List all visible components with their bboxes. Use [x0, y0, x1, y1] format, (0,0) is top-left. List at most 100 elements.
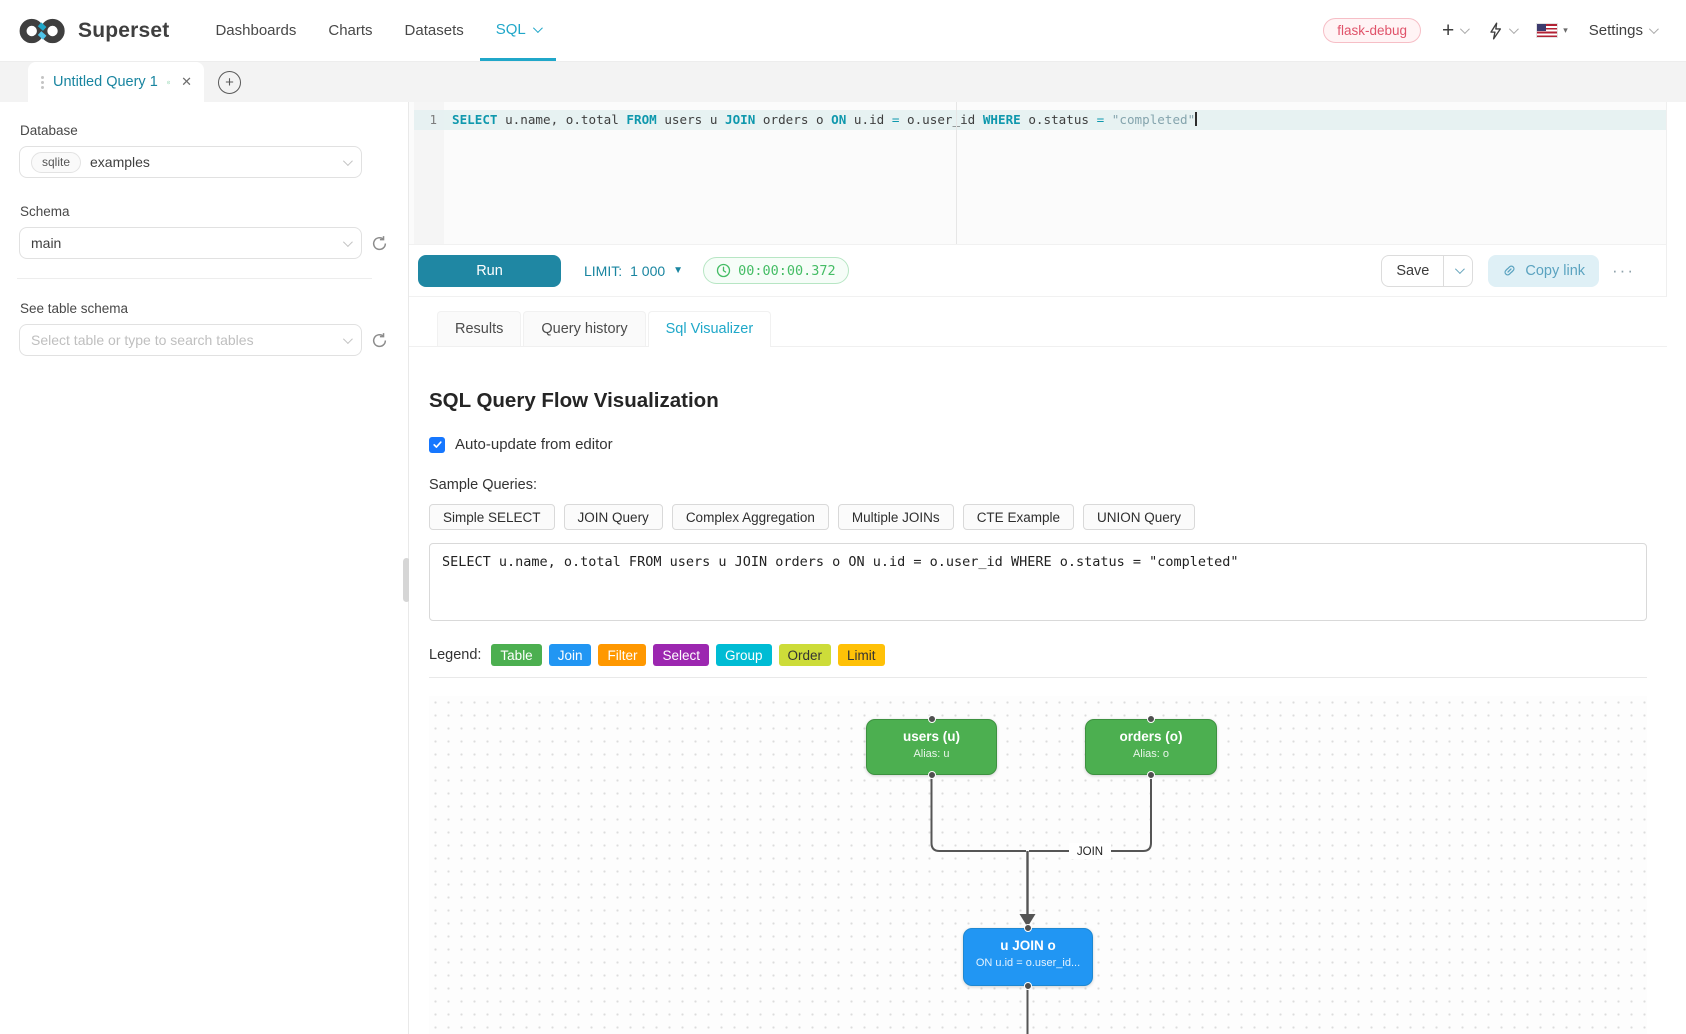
- auto-update-checkbox[interactable]: [429, 436, 445, 453]
- legend-chip-table: Table: [491, 644, 542, 666]
- node-title: users (u): [902, 729, 960, 744]
- check-icon: [432, 441, 442, 448]
- sidebar-divider: [17, 278, 372, 279]
- refresh-schema-button[interactable]: [371, 235, 388, 252]
- us-flag-icon: [1537, 24, 1558, 37]
- copy-link-button[interactable]: Copy link: [1488, 254, 1600, 287]
- tab-sql-visualizer[interactable]: Sql Visualizer: [647, 311, 772, 347]
- legend-chip-select: Select: [653, 644, 709, 666]
- chevron-down-icon: [342, 333, 353, 344]
- sql-token: o.user_id: [899, 112, 983, 127]
- sample-query-complex-aggregation[interactable]: Complex Aggregation: [671, 504, 829, 530]
- language-picker[interactable]: ▾: [1537, 24, 1568, 37]
- query-input[interactable]: SELECT u.name, o.total FROM users u JOIN…: [429, 543, 1647, 621]
- schema-select[interactable]: main: [19, 227, 362, 259]
- settings-menu[interactable]: Settings: [1588, 22, 1659, 39]
- node-subtitle: Alias: u: [913, 748, 950, 760]
- superset-logo[interactable]: Superset: [0, 0, 169, 61]
- sample-query-buttons: Simple SELECT JOIN Query Complex Aggregati…: [429, 504, 1647, 530]
- plus-icon: +: [1442, 19, 1455, 42]
- table-select[interactable]: Select table or type to search tables: [19, 324, 362, 356]
- legend-chip-join: Join: [548, 644, 592, 666]
- refresh-tables-button[interactable]: [371, 332, 388, 349]
- refresh-icon: [372, 235, 387, 250]
- save-options-button[interactable]: [1444, 254, 1474, 287]
- limit-value: 1 000: [630, 262, 666, 279]
- settings-label: Settings: [1588, 22, 1643, 39]
- sample-query-join-query[interactable]: JOIN Query: [563, 504, 663, 530]
- legend-chip-group: Group: [716, 644, 772, 666]
- clock-icon: [716, 263, 731, 278]
- schema-label: Schema: [20, 204, 70, 219]
- save-button[interactable]: Save: [1381, 254, 1445, 287]
- sql-token: SELECT: [452, 112, 498, 127]
- chevron-down-icon: [1648, 24, 1659, 35]
- add-tab-button[interactable]: +: [218, 70, 241, 94]
- nav-item-datasets[interactable]: Datasets: [389, 0, 480, 61]
- brand-name: Superset: [78, 18, 170, 42]
- auto-update-label: Auto-update from editor: [455, 436, 613, 453]
- nav-item-dashboards[interactable]: Dashboards: [199, 0, 312, 61]
- sql-editor[interactable]: 1 SELECT u.name, o.total FROM users u JO…: [409, 102, 1667, 244]
- more-menu-button[interactable]: ···: [1612, 260, 1635, 280]
- caret-down-icon: ▼: [673, 265, 684, 276]
- node-handle-icon: [1147, 771, 1155, 779]
- panel-resize-handle[interactable]: [403, 558, 410, 602]
- legend-label: Legend:: [429, 647, 482, 663]
- nav-item-charts[interactable]: Charts: [312, 0, 388, 61]
- sample-query-multiple-joins[interactable]: Multiple JOINs: [837, 504, 954, 530]
- close-tab-icon[interactable]: ✕: [181, 74, 192, 89]
- sql-token: JOIN: [725, 112, 756, 127]
- query-timer: 00:00:00.372: [703, 257, 849, 284]
- drag-handle-icon[interactable]: [41, 75, 44, 89]
- node-subtitle: ON u.id = o.user_id...: [975, 957, 1081, 969]
- database-value: examples: [90, 154, 150, 170]
- sql-token: WHERE: [982, 112, 1021, 127]
- chevron-down-icon: [1460, 24, 1471, 35]
- line-number: 1: [414, 110, 444, 130]
- flow-node-join[interactable]: u JOIN o ON u.id = o.user_id...: [963, 924, 1093, 990]
- legend-chip-order: Order: [778, 644, 832, 666]
- table-select-placeholder: Select table or type to search tables: [31, 332, 254, 348]
- sql-token: [1104, 112, 1112, 127]
- database-label: Database: [20, 123, 78, 138]
- sample-query-cte-example[interactable]: CTE Example: [962, 504, 1074, 530]
- flow-node-users[interactable]: users (u) Alias: u: [866, 715, 997, 779]
- sample-query-union-query[interactable]: UNION Query: [1082, 504, 1195, 530]
- copy-link-label: Copy link: [1525, 262, 1586, 279]
- node-handle-icon: [1147, 715, 1155, 723]
- limit-dropdown[interactable]: LIMIT: 1 000 ▼: [584, 263, 683, 279]
- sql-token: =: [891, 112, 900, 127]
- nav-item-sql[interactable]: SQL: [479, 0, 556, 61]
- chevron-down-icon: [342, 236, 353, 247]
- sql-token: ON: [831, 112, 847, 127]
- environment-tag: flask-debug: [1323, 18, 1421, 43]
- check-circle-icon: [166, 80, 171, 84]
- database-select[interactable]: sqlite examples: [19, 146, 362, 178]
- query-tab[interactable]: Untitled Query 1 ✕: [28, 62, 204, 102]
- page-title: SQL Query Flow Visualization: [429, 389, 719, 412]
- sample-query-simple-select[interactable]: Simple SELECT: [429, 504, 555, 530]
- flow-node-orders[interactable]: orders (o)Alias: o: [1085, 715, 1217, 779]
- link-icon: [1504, 265, 1515, 276]
- new-item-button[interactable]: +: [1442, 19, 1471, 42]
- sql-token: u.id: [846, 112, 892, 127]
- nav-item-label: SQL: [495, 20, 526, 38]
- nav-item-label: Charts: [328, 22, 373, 39]
- sql-token: o.status: [1020, 112, 1097, 127]
- chevron-down-icon: [342, 155, 353, 166]
- run-button[interactable]: Run: [418, 254, 561, 287]
- legend-chip-limit: Limit: [838, 644, 885, 666]
- query-search-button[interactable]: [1488, 21, 1520, 40]
- node-handle-icon: [927, 715, 936, 723]
- tab-results[interactable]: Results: [437, 311, 522, 346]
- node-title: u JOIN o: [1000, 938, 1056, 953]
- query-tab-strip: Untitled Query 1 ✕ +: [0, 62, 1686, 102]
- tab-query-history[interactable]: Query history: [523, 311, 646, 346]
- node-handle-icon: [1024, 924, 1032, 932]
- nav-item-label: Datasets: [404, 22, 464, 39]
- sql-token: FROM: [626, 112, 657, 127]
- sql-token: =: [1096, 112, 1105, 127]
